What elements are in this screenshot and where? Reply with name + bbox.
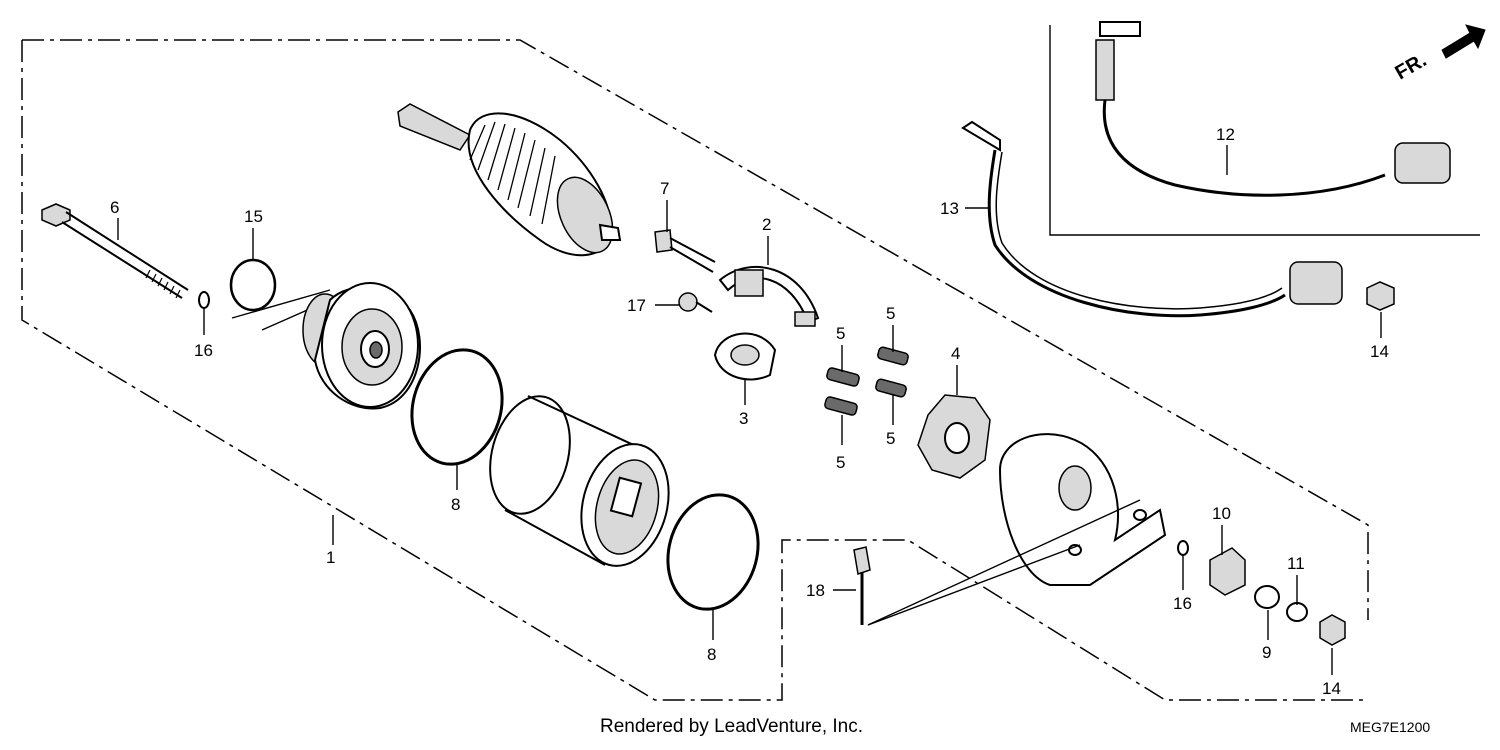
credit-text: Rendered by LeadVenture, Inc. (600, 716, 863, 737)
label-1: 1 (326, 548, 335, 567)
label-4: 4 (951, 344, 960, 363)
brush-springs-5 (824, 346, 909, 416)
label-16-b: 16 (1173, 594, 1192, 613)
label-6: 6 (110, 198, 119, 217)
insulator-10 (1209, 547, 1246, 596)
screw-17 (678, 292, 713, 313)
o-ring-16-left (198, 291, 210, 309)
label-7: 7 (660, 179, 669, 198)
diagram-code: MEG7E1200 (1350, 719, 1430, 735)
label-8-a: 8 (451, 495, 460, 514)
starter-cable-13 (961, 120, 1343, 318)
label-9: 9 (1262, 643, 1271, 662)
o-ring-8-upper (410, 348, 504, 466)
insulator-4 (917, 394, 991, 479)
front-direction-arrow: FR. (1392, 24, 1486, 84)
spring-c (877, 346, 909, 366)
part-labels: 1 2 3 4 5 5 5 5 6 7 8 8 9 10 11 12 13 14… (110, 125, 1389, 698)
nut-14-upper (1366, 281, 1395, 311)
starter-cable-12 (1095, 21, 1451, 197)
o-ring-8-lower (666, 493, 760, 611)
label-5-a: 5 (836, 324, 845, 343)
spring-d (875, 378, 907, 398)
label-8-b: 8 (707, 645, 716, 664)
label-16-a: 16 (194, 341, 213, 360)
label-10: 10 (1212, 504, 1231, 523)
yoke-housing (489, 395, 670, 567)
label-14-b: 14 (1322, 679, 1341, 698)
label-12: 12 (1216, 125, 1235, 144)
label-17: 17 (627, 296, 646, 315)
label-5-b: 5 (836, 453, 845, 472)
spring-a (826, 367, 860, 387)
label-11: 11 (1287, 554, 1305, 573)
terminal-bolt-7 (654, 229, 716, 273)
label-13: 13 (940, 199, 959, 218)
armature (397, 103, 622, 257)
label-5-d: 5 (886, 429, 895, 448)
fr-label: FR. (1392, 49, 1431, 84)
long-bolt-6 (41, 203, 189, 299)
o-ring-16-right (1177, 540, 1189, 556)
label-14-a: 14 (1370, 342, 1389, 361)
rear-cover (998, 433, 1167, 586)
label-15: 15 (244, 207, 263, 226)
o-ring-15 (229, 258, 277, 312)
inset-box (1049, 25, 1480, 236)
bolt-18 (853, 499, 1141, 626)
spring-b (824, 396, 858, 416)
label-2: 2 (762, 215, 771, 234)
label-18: 18 (806, 581, 825, 600)
brush-holder-3 (713, 332, 777, 381)
nut-14-lower (1319, 614, 1346, 646)
front-cover (231, 282, 421, 410)
brush-set-2 (718, 266, 820, 327)
washer-9 (1254, 585, 1280, 609)
assembly-boundary (21, 39, 1369, 701)
leader-lines (117, 145, 1382, 675)
label-5-c: 5 (886, 304, 895, 323)
lock-washer-11 (1286, 602, 1308, 622)
label-3: 3 (739, 409, 748, 428)
